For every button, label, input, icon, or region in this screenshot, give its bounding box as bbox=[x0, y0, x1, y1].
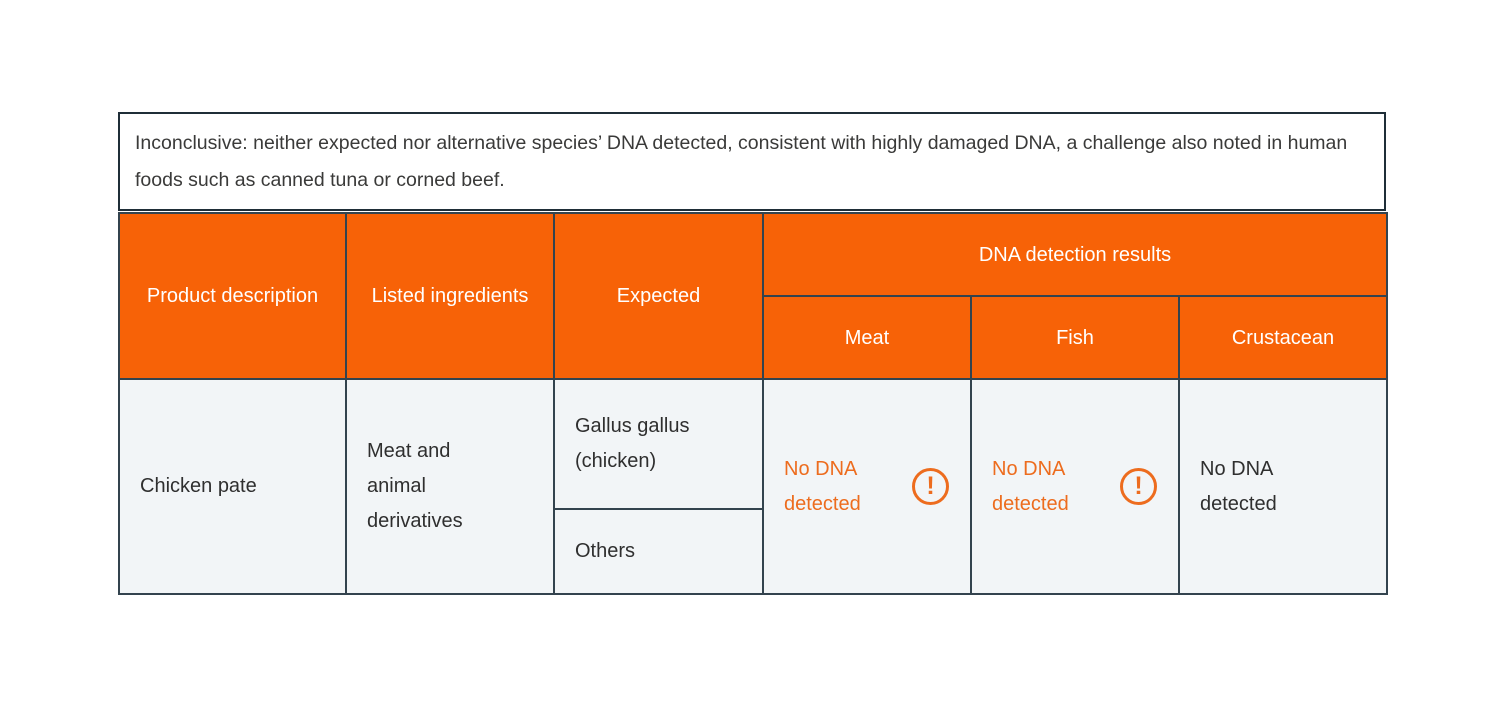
warning-icon: ! bbox=[912, 468, 949, 505]
fish-result-value: No DNA detected bbox=[992, 457, 1069, 515]
header-fish-label: Fish bbox=[1056, 326, 1094, 349]
header-dna-detection-results-label: DNA detection results bbox=[978, 243, 1172, 266]
cell-expected-species: Gallus gallus (chicken) bbox=[553, 378, 764, 510]
header-expected-label: Expected bbox=[616, 285, 701, 308]
expected-others-value: Others bbox=[575, 540, 636, 563]
expected-species-value: Gallus gallus (chicken) bbox=[575, 415, 690, 472]
inconclusive-note-text: Inconclusive: neither expected nor alter… bbox=[135, 132, 1348, 191]
header-product-description-label: Product description bbox=[146, 285, 319, 308]
listed-ingredients-value: Meat and animal derivatives bbox=[367, 440, 463, 532]
cell-fish-result: No DNA detected ! bbox=[970, 378, 1180, 595]
header-dna-detection-results: DNA detection results bbox=[762, 212, 1388, 297]
header-listed-ingredients: Listed ingredients bbox=[345, 212, 555, 380]
inconclusive-note: Inconclusive: neither expected nor alter… bbox=[118, 112, 1386, 211]
header-crustacean: Crustacean bbox=[1178, 295, 1388, 380]
header-expected: Expected bbox=[553, 212, 764, 380]
cell-listed-ingredients: Meat and animal derivatives bbox=[345, 378, 555, 595]
product-description-value: Chicken pate bbox=[140, 475, 257, 498]
cell-crustacean-result: No DNA detected bbox=[1178, 378, 1388, 595]
warning-icon: ! bbox=[1120, 468, 1157, 505]
crustacean-result-value: No DNA detected bbox=[1200, 457, 1277, 515]
cell-meat-result: No DNA detected ! bbox=[762, 378, 972, 595]
header-product-description: Product description bbox=[118, 212, 347, 380]
header-meat-label: Meat bbox=[844, 326, 890, 349]
cell-expected-others: Others bbox=[553, 508, 764, 595]
meat-result-value: No DNA detected bbox=[784, 457, 861, 515]
cell-product-description: Chicken pate bbox=[118, 378, 347, 595]
header-meat: Meat bbox=[762, 295, 972, 380]
header-crustacean-label: Crustacean bbox=[1231, 326, 1335, 349]
header-fish: Fish bbox=[970, 295, 1180, 380]
dna-results-table: Product description Listed ingredients E… bbox=[118, 212, 1388, 595]
header-listed-ingredients-label: Listed ingredients bbox=[371, 285, 529, 308]
